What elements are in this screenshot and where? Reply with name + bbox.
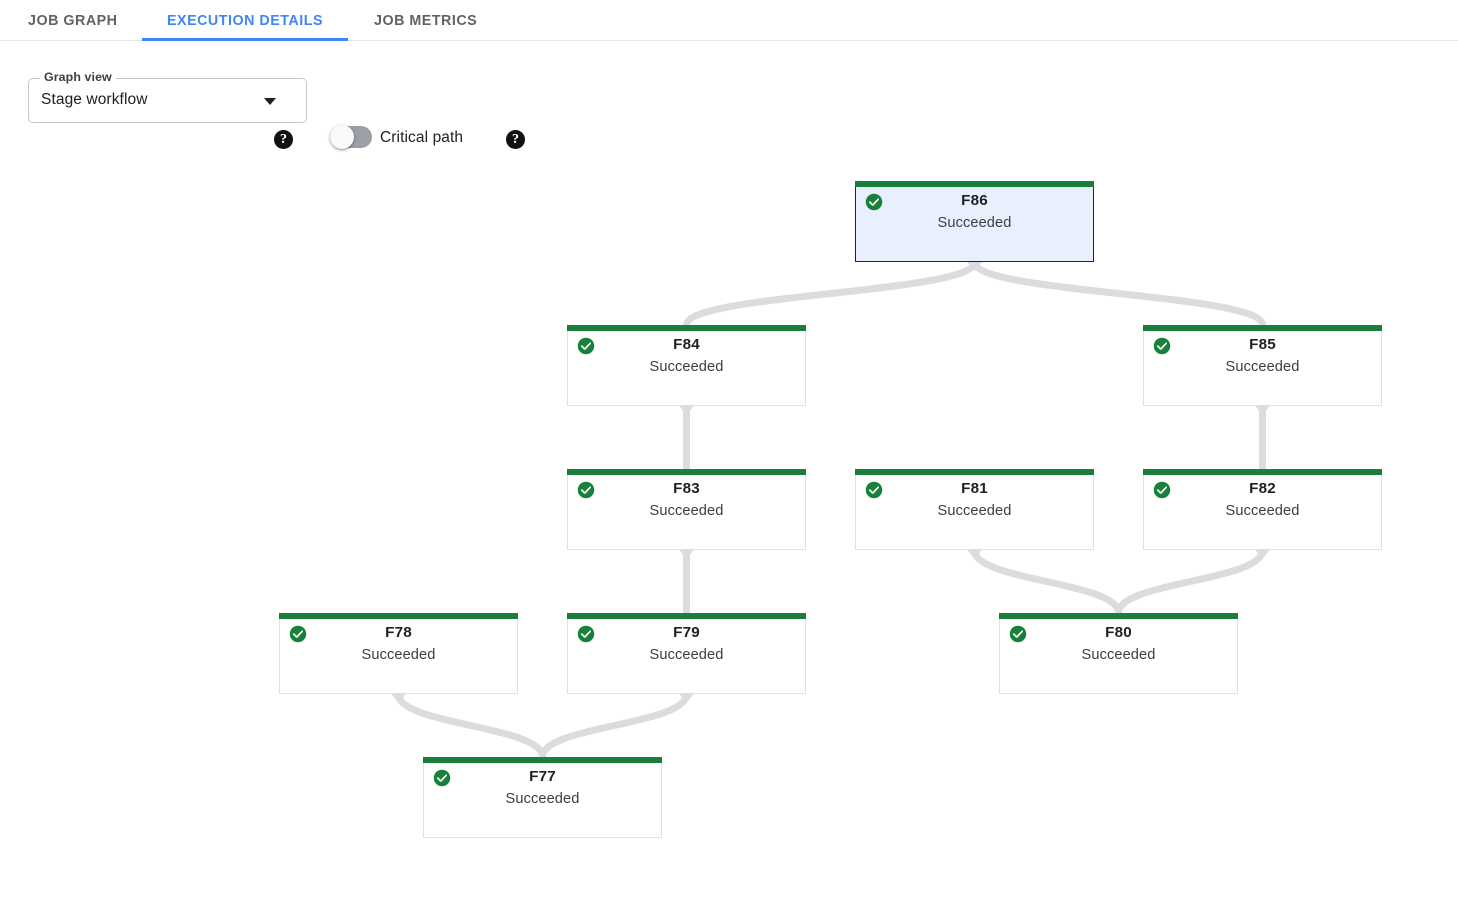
node-title: F80 bbox=[1105, 624, 1132, 641]
node-status-bar bbox=[855, 469, 1094, 475]
node-status-text: Succeeded bbox=[649, 503, 724, 519]
node-title: F82 bbox=[1249, 480, 1276, 497]
node-status-text: Succeeded bbox=[1081, 647, 1156, 663]
tab-job-metrics[interactable]: JOB METRICS bbox=[358, 0, 493, 41]
graph-edge-nub bbox=[1255, 550, 1270, 559]
check-circle-icon bbox=[865, 481, 883, 499]
help-icon-graph-view[interactable]: ? bbox=[274, 130, 293, 149]
chevron-down-icon[interactable] bbox=[264, 98, 276, 105]
graph-edge-f79-to-f77 bbox=[539, 690, 690, 761]
node-status-bar bbox=[999, 613, 1238, 619]
graph-edge-nub bbox=[967, 262, 982, 271]
graph-view-label: Graph view bbox=[40, 70, 116, 84]
node-title: F84 bbox=[673, 336, 700, 353]
node-status-text: Succeeded bbox=[937, 503, 1012, 519]
node-title: F86 bbox=[961, 192, 988, 209]
tab-bar: JOB GRAPH EXECUTION DETAILS JOB METRICS bbox=[0, 0, 1458, 41]
graph-edge-f78-to-f77 bbox=[395, 690, 546, 761]
graph-edge-nub bbox=[679, 694, 694, 703]
toggle-knob bbox=[330, 125, 354, 149]
tab-execution-details[interactable]: EXECUTION DETAILS bbox=[142, 0, 348, 41]
node-status-bar bbox=[1143, 469, 1382, 475]
node-status-bar bbox=[567, 613, 806, 619]
check-circle-icon bbox=[1153, 337, 1171, 355]
node-title: F77 bbox=[529, 768, 556, 785]
graph-edge-f81-to-f80 bbox=[971, 546, 1122, 617]
node-status-bar bbox=[567, 325, 806, 331]
node-status-text: Succeeded bbox=[649, 647, 724, 663]
graph-edge-layer bbox=[391, 258, 1270, 761]
node-status-text: Succeeded bbox=[361, 647, 436, 663]
node-status-text: Succeeded bbox=[505, 791, 580, 807]
help-icon-critical-path[interactable]: ? bbox=[506, 130, 525, 149]
node-title: F78 bbox=[385, 624, 412, 641]
critical-path-toggle[interactable] bbox=[330, 125, 372, 149]
node-title: F81 bbox=[961, 480, 988, 497]
check-circle-icon bbox=[1153, 481, 1171, 499]
check-circle-icon bbox=[577, 337, 595, 355]
graph-view-select[interactable]: Graph view Stage workflow bbox=[28, 70, 307, 123]
graph-edge-nub bbox=[967, 550, 982, 559]
tab-execution-details-label: EXECUTION DETAILS bbox=[167, 12, 323, 29]
node-status-text: Succeeded bbox=[937, 215, 1012, 231]
check-circle-icon bbox=[289, 625, 307, 643]
node-status-bar bbox=[1143, 325, 1382, 331]
check-circle-icon bbox=[433, 769, 451, 787]
tab-job-graph[interactable]: JOB GRAPH bbox=[12, 0, 134, 41]
graph-edge-f86-to-f85 bbox=[971, 258, 1266, 329]
graph-edge-nub bbox=[679, 406, 694, 415]
node-status-bar bbox=[567, 469, 806, 475]
graph-edge-nub bbox=[391, 694, 406, 703]
graph-toolbar: Graph view Stage workflow ? Critical pat… bbox=[0, 41, 1458, 149]
check-circle-icon bbox=[865, 193, 883, 211]
check-circle-icon bbox=[577, 625, 595, 643]
node-status-bar bbox=[423, 757, 662, 763]
tab-job-metrics-label: JOB METRICS bbox=[374, 12, 478, 29]
graph-view-value: Stage workflow bbox=[41, 91, 148, 108]
node-title: F85 bbox=[1249, 336, 1276, 353]
node-status-bar bbox=[855, 181, 1094, 187]
check-circle-icon bbox=[577, 481, 595, 499]
node-title: F79 bbox=[673, 624, 700, 641]
node-status-text: Succeeded bbox=[1225, 503, 1300, 519]
tab-active-underline bbox=[142, 38, 348, 41]
node-title: F83 bbox=[673, 480, 700, 497]
critical-path-label: Critical path bbox=[380, 129, 464, 146]
node-status-bar bbox=[279, 613, 518, 619]
graph-edge-f86-to-f84 bbox=[683, 258, 978, 329]
graph-edge-nub bbox=[679, 550, 694, 559]
node-status-text: Succeeded bbox=[649, 359, 724, 375]
graph-edge-nub bbox=[1255, 406, 1270, 415]
tab-job-graph-label: JOB GRAPH bbox=[28, 12, 118, 29]
graph-edge-f82-to-f80 bbox=[1115, 546, 1266, 617]
node-status-text: Succeeded bbox=[1225, 359, 1300, 375]
check-circle-icon bbox=[1009, 625, 1027, 643]
